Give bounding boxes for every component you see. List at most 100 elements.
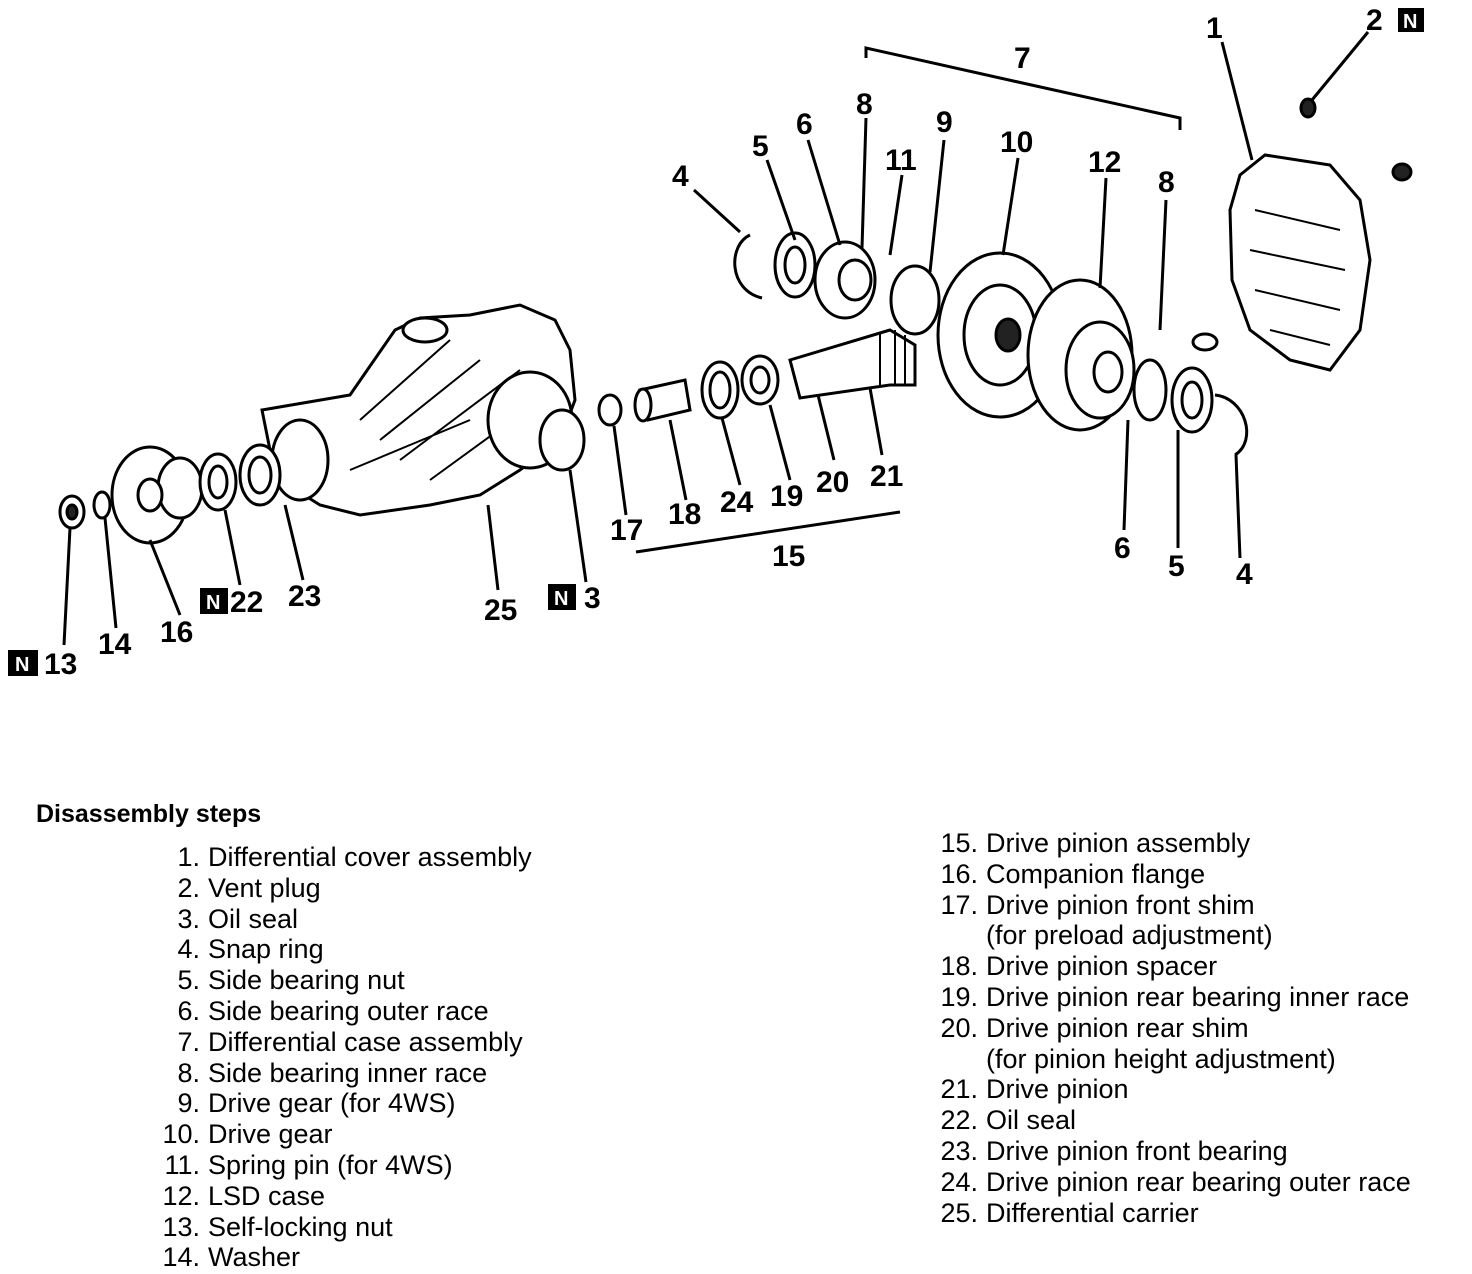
callout-9: 9: [936, 106, 953, 139]
callout-2: 2: [1366, 4, 1383, 37]
step-text: Differential cover assembly: [208, 842, 532, 872]
callout-25: 25: [484, 594, 517, 627]
step-number: 22.: [940, 1105, 978, 1136]
callout-24: 24: [720, 486, 754, 519]
step-text: Side bearing inner race: [208, 1057, 488, 1088]
callout-4-left: 4: [672, 160, 689, 193]
svg-text:N: N: [554, 588, 568, 610]
step-number: 25.: [940, 1197, 978, 1228]
differential-carrier: [260, 303, 586, 517]
cover-bolt: [1391, 162, 1413, 182]
side-bearing-right: [1132, 358, 1249, 457]
callout-19: 19: [770, 480, 803, 513]
step-text: Self-locking nut: [208, 1211, 393, 1242]
spring-pin: [1191, 332, 1219, 352]
callout-13: 13: [44, 648, 77, 681]
callout-1: 1: [1206, 12, 1223, 45]
callout-23: 23: [288, 580, 321, 613]
rear-bearing-inner-race: [740, 354, 780, 406]
callout-21: 21: [870, 460, 903, 493]
step-number: 4.: [177, 934, 200, 965]
step-item: 6.Side bearing outer race: [140, 996, 532, 1027]
callout-5-left: 5: [752, 130, 769, 163]
step-item: 14. Washer: [140, 1242, 532, 1273]
callout-4-right: 4: [1236, 558, 1253, 591]
step-text: Oil seal: [208, 903, 299, 934]
step-number: 12.: [162, 1180, 200, 1211]
step-item: 19.Drive pinion rear bearing inner race: [918, 982, 1411, 1013]
step-item: 10.Drive gear: [140, 1119, 532, 1150]
step-text: Spring pin (for 4WS): [208, 1149, 453, 1180]
step-text: Drive gear (for 4WS): [208, 1088, 456, 1119]
self-locking-nut: [58, 494, 86, 530]
step-number: 5.: [177, 965, 200, 996]
step-number: 9.: [177, 1088, 200, 1119]
step-subtext: (for pinion height adjustment): [986, 1043, 1336, 1074]
pinion-front-shim: [597, 393, 623, 427]
callout-22: 22: [230, 586, 263, 619]
step-number: 7.: [177, 1026, 200, 1057]
step-text: Washer: [208, 1242, 301, 1273]
step-number: 16.: [940, 858, 978, 889]
step-number: 19.: [940, 981, 978, 1012]
step-number: 11.: [164, 1149, 200, 1180]
vent-plug: [1299, 97, 1317, 119]
step-text: Drive pinion front shim: [986, 889, 1255, 920]
step-text: Snap ring: [208, 934, 324, 965]
step-item: 1. Differential cover assembly: [140, 842, 532, 873]
leader-lines: [62, 31, 1370, 646]
step-number: 21.: [940, 1074, 978, 1105]
step-text: LSD case: [208, 1180, 326, 1211]
step-item: 7. Differential case assembly: [140, 1027, 532, 1058]
companion-flange: [110, 445, 204, 545]
step-item: 8. Side bearing inner race: [140, 1058, 532, 1089]
callout-17: 17: [610, 514, 643, 547]
step-item: 11. Spring pin (for 4WS): [140, 1150, 532, 1181]
step-number: 23.: [940, 1135, 978, 1166]
step-item: 9. Drive gear (for 4WS): [140, 1088, 532, 1119]
callout-8-right: 8: [1158, 166, 1175, 199]
step-item: 22. Oil seal: [918, 1105, 1411, 1136]
side-bearing-nut-left: [773, 231, 817, 299]
step-item: 21.Drive pinion: [918, 1074, 1411, 1105]
step-text: Drive pinion front bearing: [986, 1135, 1288, 1166]
step-item: 23. Drive pinion front bearing: [918, 1136, 1411, 1167]
lsd-case: [1026, 278, 1136, 432]
step-number: 15.: [940, 828, 978, 858]
step-item: 4. Snap ring: [140, 934, 532, 965]
step-item: 24.Drive pinion rear bearing outer race: [918, 1166, 1410, 1198]
step-subtext: (for preload adjustment): [986, 920, 1273, 951]
step-text: Vent plug: [208, 872, 321, 903]
step-number: 8.: [177, 1057, 200, 1088]
step-number: 1.: [177, 842, 200, 872]
callout-8-left: 8: [856, 88, 873, 121]
drive-pinion: [788, 328, 917, 400]
step-text: Differential case assembly: [208, 1026, 523, 1057]
washer: [92, 490, 112, 520]
step-item: 13. Self-locking nut: [140, 1212, 532, 1243]
step-item: 5. Side bearing nut: [140, 965, 532, 996]
step-number: 14.: [162, 1242, 200, 1273]
step-number: 3.: [177, 903, 200, 934]
callout-labels: 1 2 7 8 6 5 4 11 9 10 12 8 6 5 4 17 18 2…: [44, 4, 1383, 681]
step-text: Companion flange: [986, 858, 1206, 889]
callout-6-left: 6: [796, 108, 813, 141]
step-number: 20.: [940, 1012, 978, 1043]
step-text: Drive pinion rear shim: [986, 1012, 1249, 1043]
svg-text:N: N: [1403, 11, 1417, 33]
step-number: 13.: [162, 1211, 200, 1242]
step-text: Oil seal: [986, 1105, 1077, 1136]
step-item: 25.Differential carrier: [918, 1198, 1411, 1229]
snap-ring-left: [733, 233, 763, 300]
step-text: Side bearing nut: [208, 965, 405, 996]
step-item: 20. Drive pinion rear shim: [918, 1013, 1411, 1044]
n-badge-13: N: [8, 650, 38, 676]
callout-6-right: 6: [1114, 532, 1131, 565]
callout-11: 11: [885, 144, 917, 177]
step-number: 2.: [177, 872, 200, 903]
oil-seal-22: [198, 452, 238, 512]
callout-5-right: 5: [1168, 550, 1185, 583]
step-number: 24.: [940, 1166, 978, 1197]
step-number: 18.: [940, 951, 978, 982]
step-item: 18.Drive pinion spacer: [918, 951, 1411, 982]
